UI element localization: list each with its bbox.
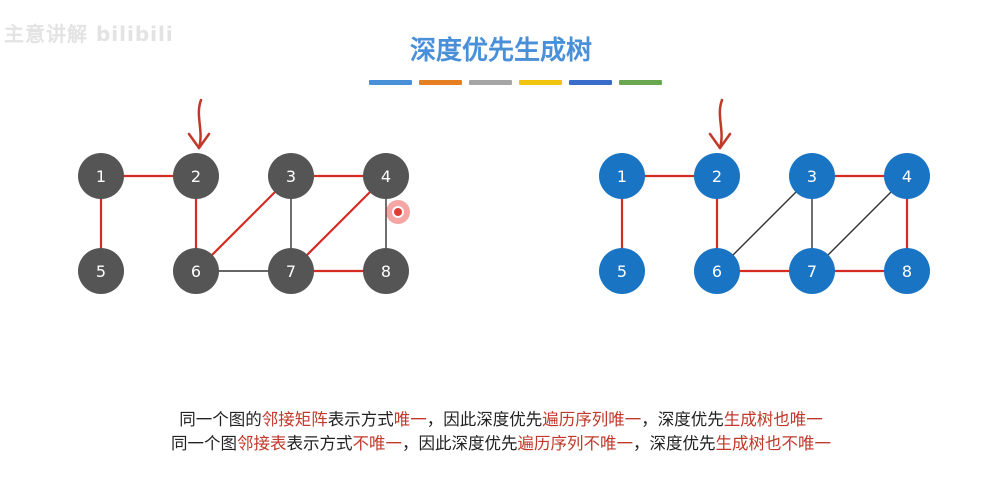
caption-highlight: 唯一 [393, 410, 427, 429]
node-label-6: 6 [712, 262, 722, 281]
node-label-6: 6 [191, 262, 201, 281]
node-5 [78, 248, 124, 294]
node-label-4: 4 [902, 167, 912, 186]
node-4 [363, 153, 409, 199]
caption-highlight: 生成树也唯一 [723, 410, 823, 429]
node-label-5: 5 [617, 262, 627, 281]
color-bar-segment [519, 80, 562, 85]
cursor-indicator [386, 200, 410, 224]
node-label-4: 4 [381, 167, 391, 186]
caption-text: ，深度优先 [633, 434, 716, 453]
caption-line-1: 同一个图的邻接矩阵表示方式唯一，因此深度优先遍历序列唯一，深度优先生成树也唯一 [0, 408, 1002, 432]
node-2 [173, 153, 219, 199]
node-6 [173, 248, 219, 294]
node-8 [363, 248, 409, 294]
watermark: 主意讲解 bilibili [4, 22, 174, 46]
node-7 [789, 248, 835, 294]
start-arrow-head-icon [187, 132, 211, 150]
node-3 [268, 153, 314, 199]
caption-highlight: 不唯一 [352, 434, 403, 453]
start-arrow-head-icon [708, 132, 732, 150]
node-label-3: 3 [807, 167, 817, 186]
caption: 同一个图的邻接矩阵表示方式唯一，因此深度优先遍历序列唯一，深度优先生成树也唯一 … [0, 408, 1002, 456]
node-5 [599, 248, 645, 294]
node-6 [694, 248, 740, 294]
caption-text: ，因此深度优先 [426, 410, 543, 429]
node-1 [599, 153, 645, 199]
color-bar-segment [369, 80, 412, 85]
right-graph: 1 2 3 4 5 6 7 8 [599, 98, 930, 294]
caption-highlight: 生成树也不唯一 [715, 434, 832, 453]
node-label-8: 8 [381, 262, 391, 281]
color-bar-segment [469, 80, 512, 85]
node-label-1: 1 [617, 167, 627, 186]
caption-text: ，深度优先 [641, 410, 724, 429]
left-graph: 1 2 3 4 5 6 7 8 [78, 98, 409, 294]
color-bar-segment [419, 80, 462, 85]
node-7 [268, 248, 314, 294]
node-1 [78, 153, 124, 199]
node-2 [694, 153, 740, 199]
caption-text: 同一个图 [171, 434, 237, 453]
start-arrow-icon [718, 98, 724, 150]
node-label-8: 8 [902, 262, 912, 281]
node-label-3: 3 [286, 167, 296, 186]
color-bar-segment [569, 80, 612, 85]
node-label-7: 7 [807, 262, 817, 281]
node-label-2: 2 [712, 167, 722, 186]
node-8 [884, 248, 930, 294]
node-label-7: 7 [286, 262, 296, 281]
caption-text: 表示方式 [286, 434, 353, 453]
caption-text: 同一个图的 [179, 410, 262, 429]
node-label-5: 5 [96, 262, 106, 281]
page-title: 深度优先生成树 [409, 36, 592, 66]
start-arrow-icon [197, 98, 203, 150]
caption-highlight: 遍历序列不唯一 [517, 434, 634, 453]
node-label-1: 1 [96, 167, 106, 186]
caption-highlight: 邻接矩阵 [261, 410, 328, 429]
node-label-2: 2 [191, 167, 201, 186]
caption-highlight: 邻接表 [237, 434, 287, 453]
caption-text: 表示方式 [327, 410, 394, 429]
caption-highlight: 遍历序列唯一 [542, 410, 642, 429]
caption-text: ，因此深度优先 [402, 434, 518, 453]
color-bar-segment [619, 80, 662, 85]
node-4 [884, 153, 930, 199]
caption-line-2: 同一个图邻接表表示方式不唯一，因此深度优先遍历序列不唯一，深度优先生成树也不唯一 [0, 432, 1002, 456]
node-3 [789, 153, 835, 199]
